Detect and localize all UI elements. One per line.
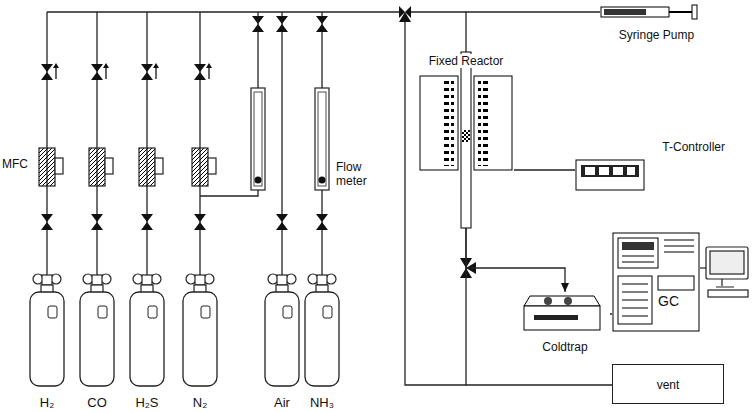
valve-arrow [103,63,109,68]
equipment-drawing [612,232,700,332]
gas-line [146,12,147,232]
valve-symbol [194,64,206,80]
flow-meter [315,88,329,190]
valve-symbol [316,16,328,32]
regulator-body [142,275,152,285]
cylinder-tag [48,306,57,318]
equipment-label: T-Controller [662,140,725,154]
valve-arrow [206,63,212,68]
gas-cylinder [183,292,217,386]
regulator-body [195,275,205,285]
cylinder-tag [98,306,107,318]
gas-cylinder [265,292,299,386]
valve-symbol [276,16,288,32]
gas-cylinder [30,292,64,386]
cylinder-tag [283,306,292,318]
gas-line [46,12,47,232]
fixed-reactor: Fixed Reactor [418,52,514,228]
equipment-label: vent [613,378,723,392]
equipment-drawing [418,52,514,228]
cylinder-tag [201,306,210,318]
mfc-symbol [39,148,55,186]
valve-arrow [53,63,59,68]
mfc-symbol [105,158,113,174]
valve-symbol [91,214,103,230]
gas-line [199,12,200,232]
gas-label: H₂S [135,396,158,410]
flow-meter-ball [319,177,326,184]
valve-symbol [41,214,53,230]
cold-trap: Coldtrap [520,292,610,360]
temperature-controller: T-Controller [575,140,725,192]
equipment-label: Syringe Pump [600,28,713,42]
flow-meter [251,88,265,190]
vent-box: vent [612,364,724,404]
regulator-body [42,275,52,285]
gas-line [96,12,97,232]
valve-symbol [316,214,328,230]
pipe-connector [610,313,612,314]
valve-symbol [194,214,206,230]
gas-line [200,190,258,196]
regulator-body [92,275,102,285]
part-label: MFC [2,157,28,171]
valve-symbol [276,214,288,230]
cylinder-tag [148,306,157,318]
valve-symbol [91,64,103,80]
gas-label: Air [274,396,290,410]
gas-label: CO [87,396,107,410]
gas-cylinder [130,292,164,386]
valve-symbol [141,214,153,230]
equipment-label: Coldtrap [520,340,610,354]
syringe-pump: Syringe Pump [600,2,713,44]
cylinder-tag [323,306,332,318]
gas-cylinder [305,292,339,386]
valve-symbol [141,64,153,80]
regulator-body [317,275,327,285]
pipe-connector [466,228,612,385]
gas-label: N₂ [193,396,207,410]
part-label: Flow meter [336,160,386,188]
gas-cylinder [80,292,114,386]
valve-arrow [153,63,159,68]
mfc-symbol [155,158,163,174]
gas-line [281,12,282,232]
gas-label: H₂ [40,396,54,410]
regulator-body [277,275,287,285]
pipe-connector [514,169,575,170]
mfc-symbol [89,148,105,186]
flow-meter-ball [255,177,262,184]
mfc-symbol [139,148,155,186]
pipe-connector [466,228,565,292]
gas-chromatograph: GC [612,232,700,332]
equipment-label: Fixed Reactor [427,54,506,68]
pipe-connector [466,12,600,52]
mfc-symbol [208,158,216,174]
valve-symbol [41,64,53,80]
gas-label: NH₃ [310,396,334,410]
mfc-symbol [55,158,63,174]
flow-meter-tube [254,92,262,186]
valve-symbol [252,16,264,32]
flow-meter-tube [318,92,326,186]
equipment-label: GC [658,294,679,308]
mfc-symbol [192,148,208,186]
